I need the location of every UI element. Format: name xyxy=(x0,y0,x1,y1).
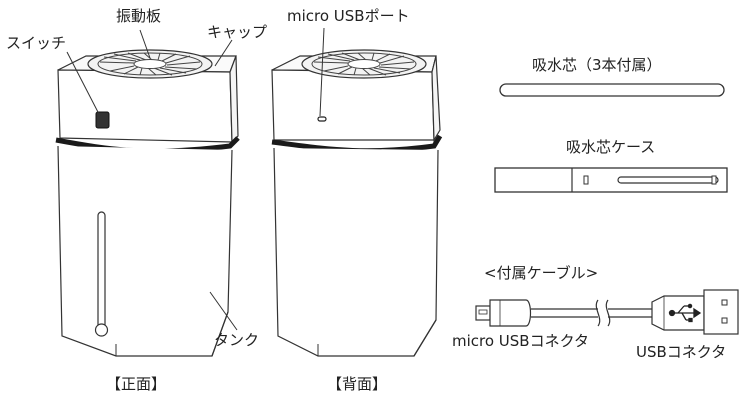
label-vibration-plate: 振動板 xyxy=(116,7,162,25)
label-micro-usb-port: micro USBポート xyxy=(287,7,410,25)
power-switch-button[interactable] xyxy=(95,111,110,129)
label-cable-title: <付属ケーブル> xyxy=(484,264,599,282)
usb-cable xyxy=(475,289,739,335)
back-humidifier xyxy=(271,49,443,357)
label-micro-usb-connector: micro USBコネクタ xyxy=(452,332,590,350)
label-cap: キャップ xyxy=(207,23,268,41)
label-usb-connector: USBコネクタ xyxy=(636,343,727,361)
label-wick-case: 吸水芯ケース xyxy=(566,138,656,156)
wick-case xyxy=(494,167,728,193)
leader-lines xyxy=(66,27,325,331)
front-humidifier xyxy=(55,49,240,357)
label-wick: 吸水芯（3本付属） xyxy=(532,56,662,74)
label-switch: スイッチ xyxy=(6,34,67,52)
label-tank: タンク xyxy=(214,331,260,349)
caption-back: 【背面】 xyxy=(327,375,388,393)
wick-rod xyxy=(499,83,725,97)
micro-usb-port[interactable] xyxy=(317,116,327,122)
caption-front: 【正面】 xyxy=(106,375,167,393)
